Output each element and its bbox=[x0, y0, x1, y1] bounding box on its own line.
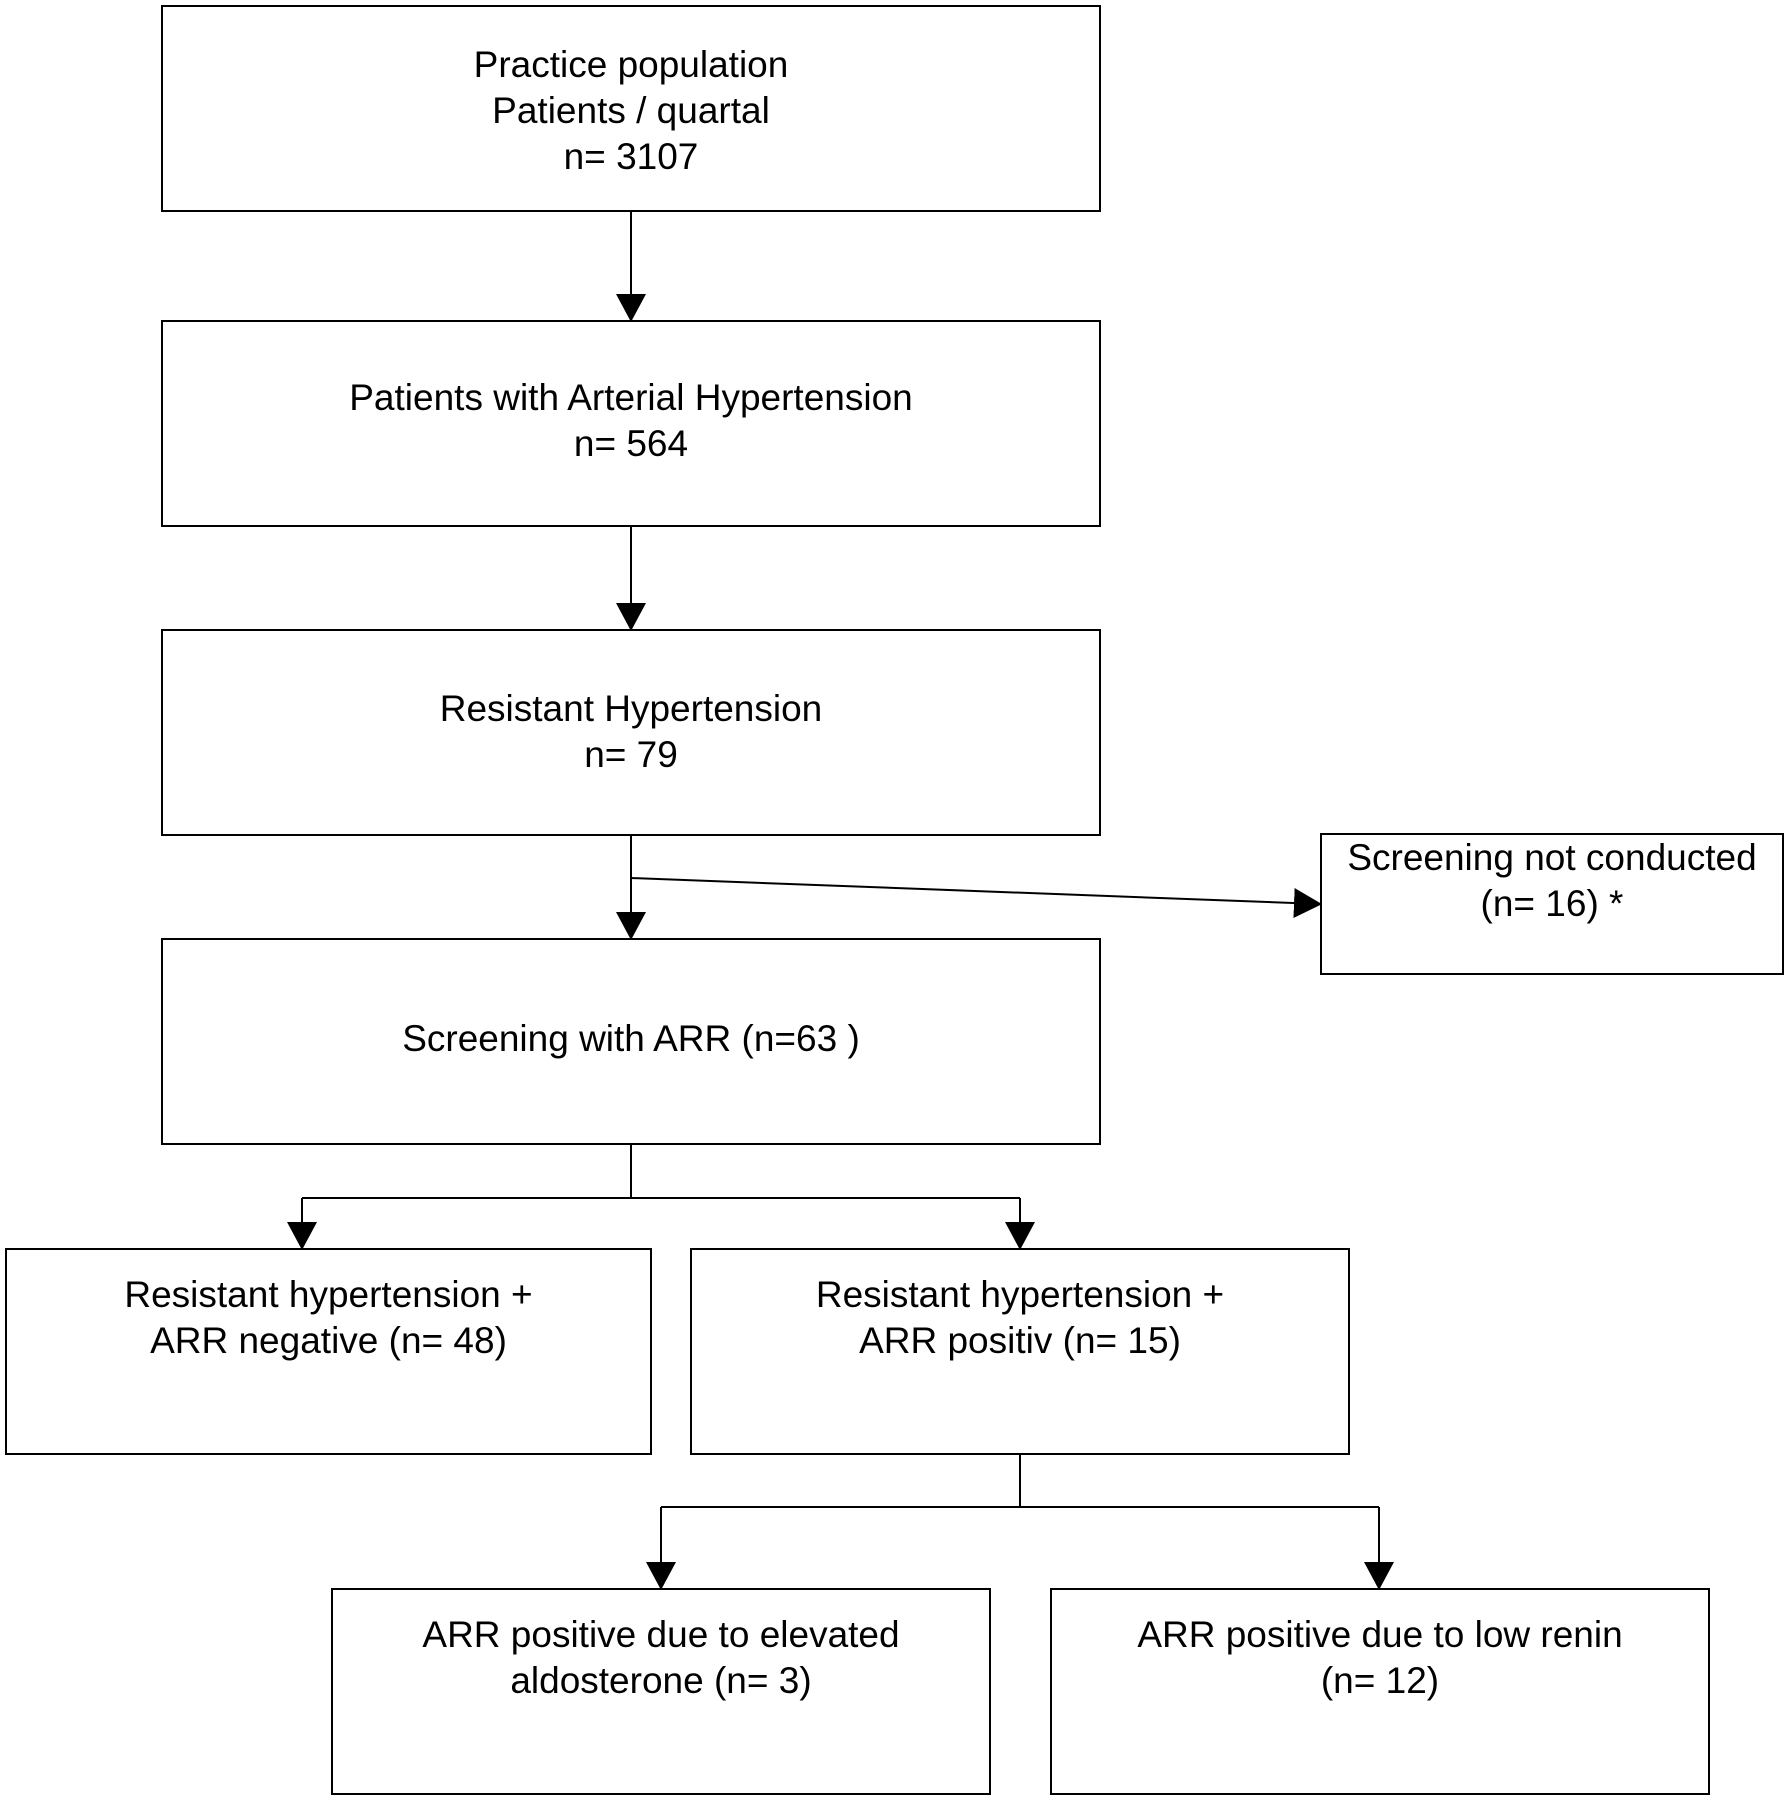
arrow-to-screening-not-conducted bbox=[630, 877, 1322, 919]
arterial-hypertension-box: Patients with Arterial Hypertension n= 5… bbox=[161, 320, 1101, 527]
arterial-hypertension-label: Patients with Arterial Hypertension bbox=[349, 377, 913, 418]
screening-not-conducted-count: (n= 16) * bbox=[1480, 883, 1624, 924]
low-renin-count: (n= 12) bbox=[1320, 1660, 1440, 1701]
arterial-hypertension-count: n= 564 bbox=[573, 423, 689, 464]
resistant-hypertension-count: n= 79 bbox=[584, 734, 678, 775]
low-renin-box: ARR positive due to low renin (n= 12) bbox=[1050, 1588, 1710, 1795]
resistant-hypertension-label: Resistant Hypertension bbox=[439, 688, 823, 729]
elevated-aldosterone-label: ARR positive due to elevated bbox=[422, 1614, 900, 1655]
arr-negative-box: Resistant hypertension + ARR negative (n… bbox=[5, 1248, 652, 1455]
resistant-hypertension-box: Resistant Hypertension n= 79 bbox=[161, 629, 1101, 836]
elevated-aldosterone-box: ARR positive due to elevated aldosterone… bbox=[331, 1588, 991, 1795]
arr-negative-title: Resistant hypertension + bbox=[124, 1274, 533, 1315]
screening-with-arr-label: Screening with ARR (n=63 ) bbox=[402, 1018, 860, 1059]
practice-population-label: Practice population bbox=[473, 44, 789, 85]
practice-population-box: Practice population Patients / quartal n… bbox=[161, 5, 1101, 212]
screening-with-arr-box: Screening with ARR (n=63 ) bbox=[161, 938, 1101, 1145]
arr-negative-count: ARR negative (n= 48) bbox=[150, 1320, 507, 1361]
patients-per-quartal-label: Patients / quartal bbox=[492, 90, 770, 131]
arr-positive-count: ARR positiv (n= 15) bbox=[859, 1320, 1181, 1361]
arr-positive-box: Resistant hypertension + ARR positiv (n=… bbox=[690, 1248, 1350, 1455]
practice-population-count: n= 3107 bbox=[563, 136, 699, 177]
arr-positive-title: Resistant hypertension + bbox=[815, 1274, 1225, 1315]
elevated-aldosterone-count: aldosterone (n= 3) bbox=[510, 1660, 812, 1701]
screening-not-conducted-label: Screening not conducted bbox=[1347, 837, 1757, 878]
low-renin-label: ARR positive due to low renin bbox=[1137, 1614, 1623, 1655]
screening-not-conducted-box: Screening not conducted (n= 16) * bbox=[1320, 833, 1784, 975]
